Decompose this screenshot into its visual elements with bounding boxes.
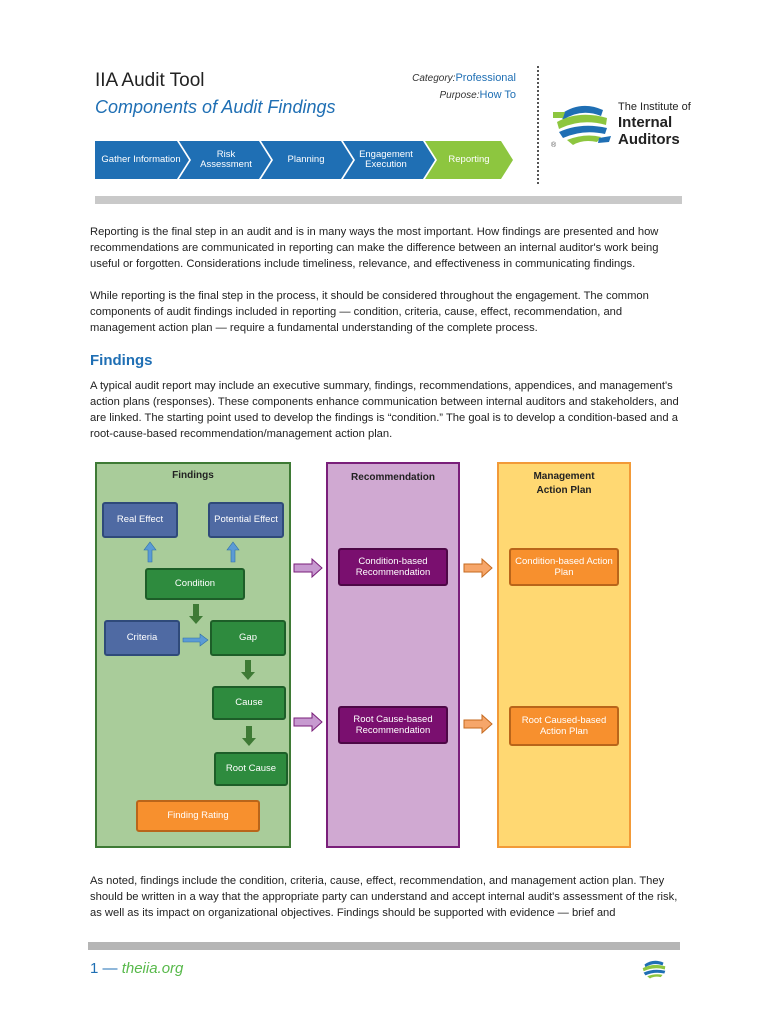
- criteria-box: Criteria: [104, 620, 180, 656]
- recommendation-panel: [326, 462, 460, 848]
- arrow-to-root-action-plan: [463, 713, 493, 735]
- header-divider: [537, 66, 539, 184]
- paragraph-2: While reporting is the final step in the…: [90, 290, 649, 334]
- arrow-to-condition-action-plan: [463, 557, 493, 579]
- root-recommendation-box: Root Cause-based Recommendation: [338, 706, 448, 744]
- doc-subtitle: Components of Audit Findings: [95, 97, 336, 117]
- page-number: 1 —: [90, 960, 118, 977]
- footer-rule: [88, 942, 680, 950]
- arrow-to-condition-recommendation: [293, 557, 323, 579]
- category-line: Category:Professional: [412, 72, 516, 84]
- category-label: Category:: [412, 73, 456, 84]
- arrow-up-potential-effect: [226, 541, 240, 563]
- step-risk-label: Risk Assessment: [200, 148, 252, 170]
- footer-text: 1 — theiia.org: [90, 960, 183, 977]
- root-action-plan-box: Root Caused-based Action Plan: [509, 706, 619, 746]
- condition-action-plan-box: Condition-based Action Plan: [509, 548, 619, 586]
- logo-line-3: Auditors: [618, 131, 680, 148]
- step-gather-label: Gather Information: [101, 153, 181, 165]
- step-planning-label: Planning: [287, 153, 325, 165]
- paragraph-3: A typical audit report may include an ex…: [90, 380, 679, 440]
- condition-recommendation-box: Condition-based Recommendation: [338, 548, 448, 586]
- logo-registered: ®: [551, 142, 557, 149]
- step-reporting-label: Reporting: [448, 153, 490, 165]
- findings-title: Findings: [172, 470, 214, 481]
- real-effect-box: Real Effect: [102, 502, 178, 538]
- root-cause-box: Root Cause: [214, 752, 288, 786]
- chevron-execution: [343, 141, 435, 179]
- arrow-down-gap: [241, 660, 255, 680]
- step-execution-label: Engagement Execution: [359, 148, 413, 170]
- purpose-line: Purpose:How To: [439, 89, 516, 101]
- potential-effect-box: Potential Effect: [208, 502, 284, 538]
- action-plan-title: Management Action Plan: [533, 471, 595, 496]
- category-value: Professional: [455, 72, 516, 84]
- header-rule: [95, 196, 682, 204]
- arrow-down-cause: [242, 726, 256, 746]
- paragraph-4: As noted, findings include the condition…: [90, 875, 678, 919]
- chevron-reporting: [425, 141, 513, 179]
- doc-title: IIA Audit Tool: [95, 70, 205, 91]
- purpose-value: How To: [479, 89, 516, 101]
- paragraph-1: Reporting is the final step in an audit …: [90, 226, 659, 270]
- condition-box: Condition: [145, 568, 245, 600]
- arrow-to-root-recommendation: [293, 711, 323, 733]
- logo-line-2: Internal: [618, 114, 673, 131]
- arrow-up-real-effect: [143, 541, 157, 563]
- process-chevrons: [95, 141, 513, 179]
- cause-box: Cause: [212, 686, 286, 720]
- iia-globe-icon: [553, 100, 611, 148]
- gap-box: Gap: [210, 620, 286, 656]
- iia-logo-text: The Institute of Internal Auditors: [618, 101, 691, 148]
- logo-line-1: The Institute of: [618, 101, 691, 113]
- site-link[interactable]: theiia.org: [121, 960, 184, 977]
- chevron-planning: [261, 141, 353, 179]
- purpose-label: Purpose:: [439, 90, 480, 101]
- section-heading: Findings: [90, 352, 153, 369]
- finding-rating-box: Finding Rating: [136, 800, 260, 832]
- recommendation-title: Recommendation: [351, 472, 435, 483]
- footer-globe-icon: [642, 960, 666, 979]
- action-plan-panel: [497, 462, 631, 848]
- chevron-risk: [179, 141, 271, 179]
- chevron-gather: [95, 141, 189, 179]
- arrow-down-condition: [189, 604, 203, 624]
- arrow-right-criteria: [182, 633, 209, 647]
